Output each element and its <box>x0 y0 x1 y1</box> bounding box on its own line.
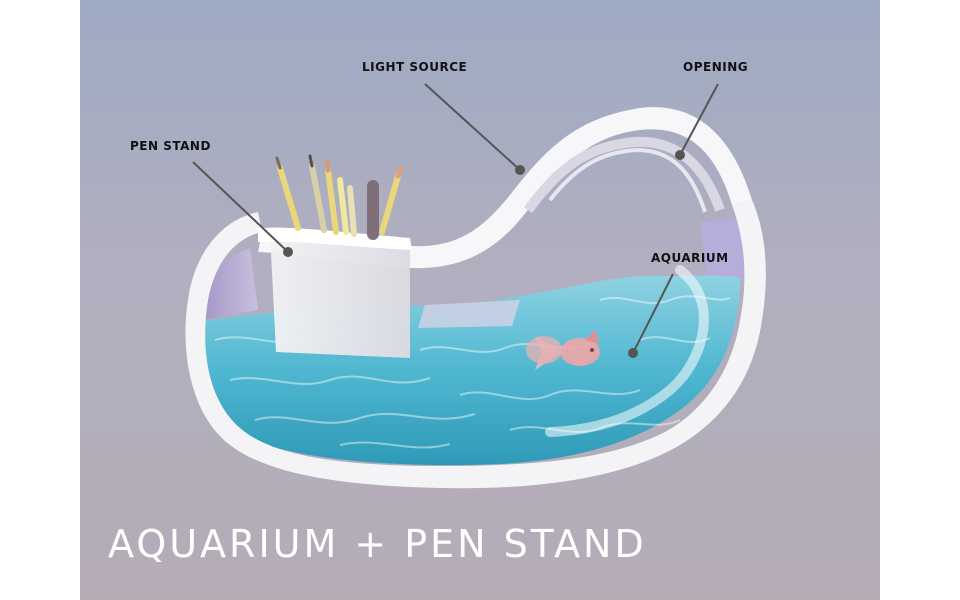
leader-opening <box>679 83 719 156</box>
illustration-canvas: LIGHT SOURCE OPENING PEN STAND AQUARIUM … <box>80 0 880 600</box>
leader-lines <box>192 83 719 358</box>
leader-aquarium-dot <box>628 348 638 358</box>
tank-back-wall <box>192 248 258 322</box>
label-pen-stand: PEN STAND <box>130 139 211 153</box>
light-tube-submerged <box>545 265 709 437</box>
aquarium-pen-stand-render <box>80 0 880 600</box>
light-source-inner-arch <box>524 136 725 214</box>
pen-stand-rim <box>258 227 412 250</box>
leader-light-source <box>424 83 521 171</box>
label-aquarium: AQUARIUM <box>651 251 729 265</box>
tank-back-wall-right <box>700 218 745 282</box>
goldfish <box>526 330 600 370</box>
tank-inner-step <box>418 300 520 328</box>
leader-light-source-dot <box>515 165 525 175</box>
leader-opening-dot <box>675 150 685 160</box>
page-title: AQUARIUM + PEN STAND <box>108 522 647 566</box>
label-opening: OPENING <box>683 60 749 74</box>
leader-aquarium <box>632 273 674 354</box>
label-light-source: LIGHT SOURCE <box>362 60 468 74</box>
leader-pen-stand <box>192 161 289 253</box>
leader-pen-stand-dot <box>283 247 293 257</box>
pencils <box>275 154 404 240</box>
pen-stand-box <box>270 232 410 358</box>
tank-shell <box>185 200 766 489</box>
light-source-inner-arch-2 <box>548 147 707 213</box>
